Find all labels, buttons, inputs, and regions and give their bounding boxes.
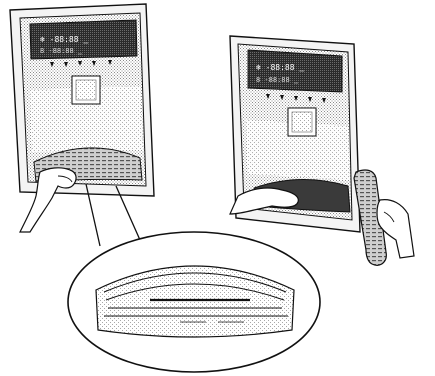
left-display-text-bottom: 8 -88:88 ‗ [40,47,83,55]
right-paddle-inner [292,112,312,132]
right-display-text-top: ❄ -88:88 ‗ [256,63,304,72]
left-dispenser-panel: ❄ -88:88 ‗ 8 -88:88 ‗ [10,4,154,232]
right-dispenser-panel: ❄ -88:88 ‗ 8 -88:88 ‗ [230,36,414,265]
right-display-text-bottom: 8 -88:88 ‗ [256,76,299,84]
left-paddle-inner [76,80,96,100]
left-display-text-top: ❄ -88:88 ‗ [40,35,88,44]
